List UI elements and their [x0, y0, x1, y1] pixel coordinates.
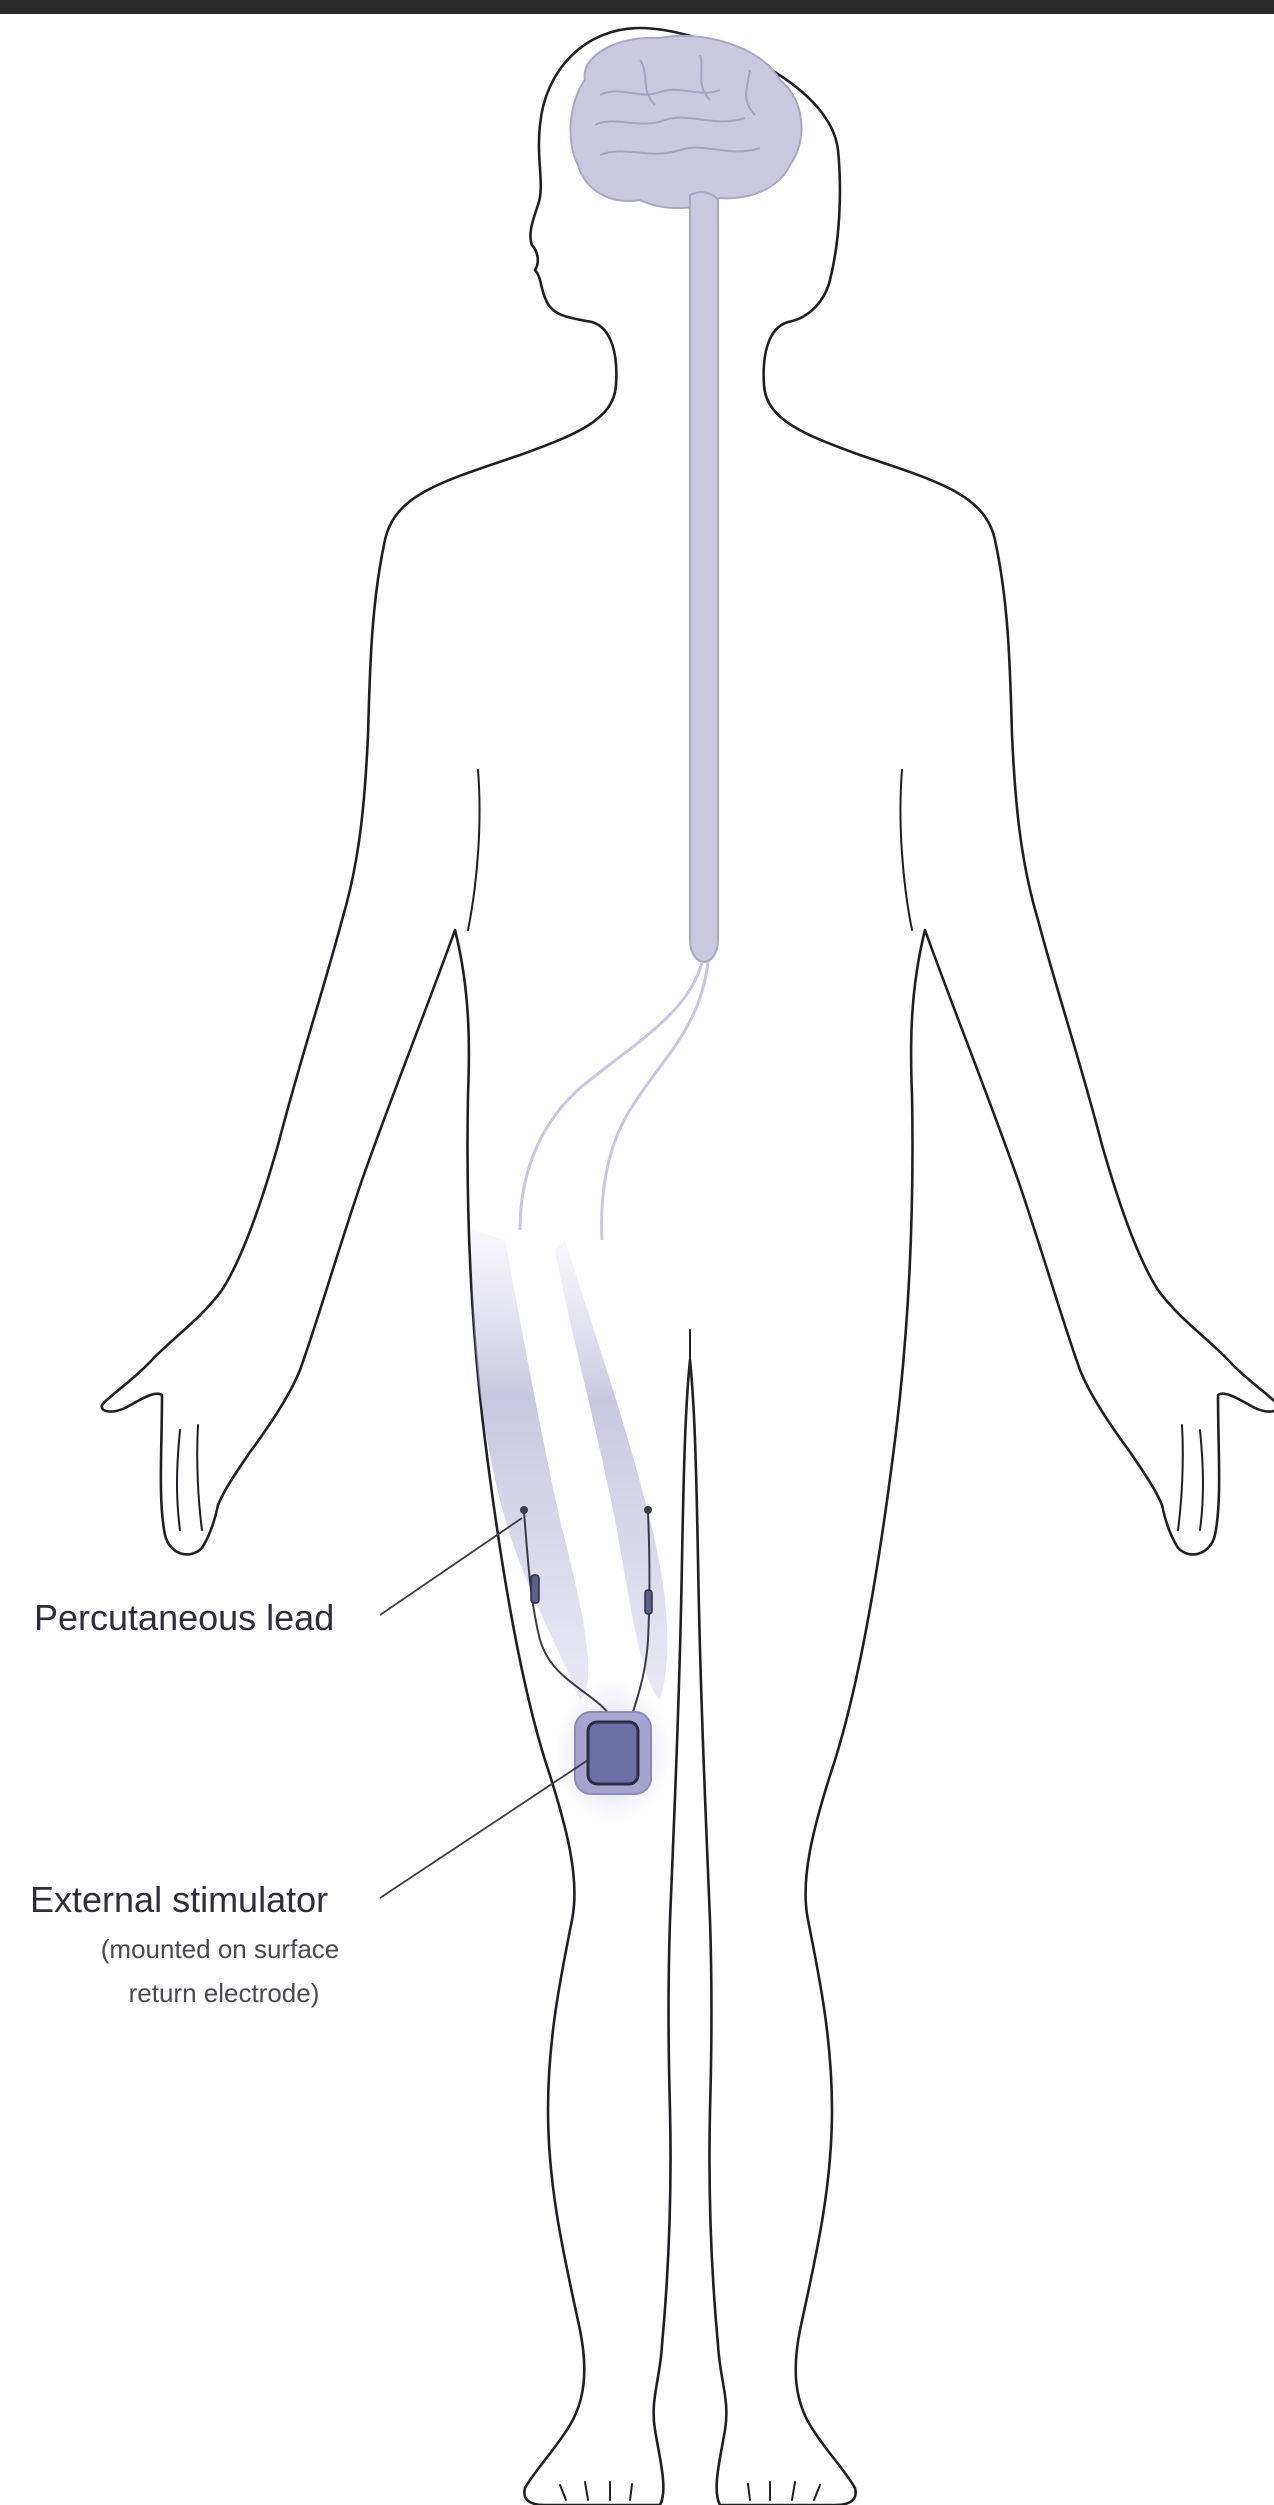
lead-contact-left: [531, 1575, 539, 1603]
label-external-stimulator: External stimulator: [30, 1879, 328, 1920]
lead-tip-left: [520, 1506, 528, 1514]
label-stimulator-note-2: return electrode): [129, 1978, 320, 2008]
lead-pointer-line: [380, 1518, 522, 1615]
lead-tip-right: [644, 1506, 652, 1514]
external-stimulator: [588, 1722, 638, 1784]
spinal-cord: [690, 192, 718, 962]
body-outline: [102, 28, 1274, 2505]
brain: [571, 36, 802, 208]
stimulator-pointer-line: [380, 1760, 588, 1898]
label-stimulator-note-1: (mounted on surface: [101, 1934, 339, 1964]
label-percutaneous-lead: Percutaneous lead: [34, 1597, 334, 1638]
lead-contact-right: [645, 1590, 652, 1614]
